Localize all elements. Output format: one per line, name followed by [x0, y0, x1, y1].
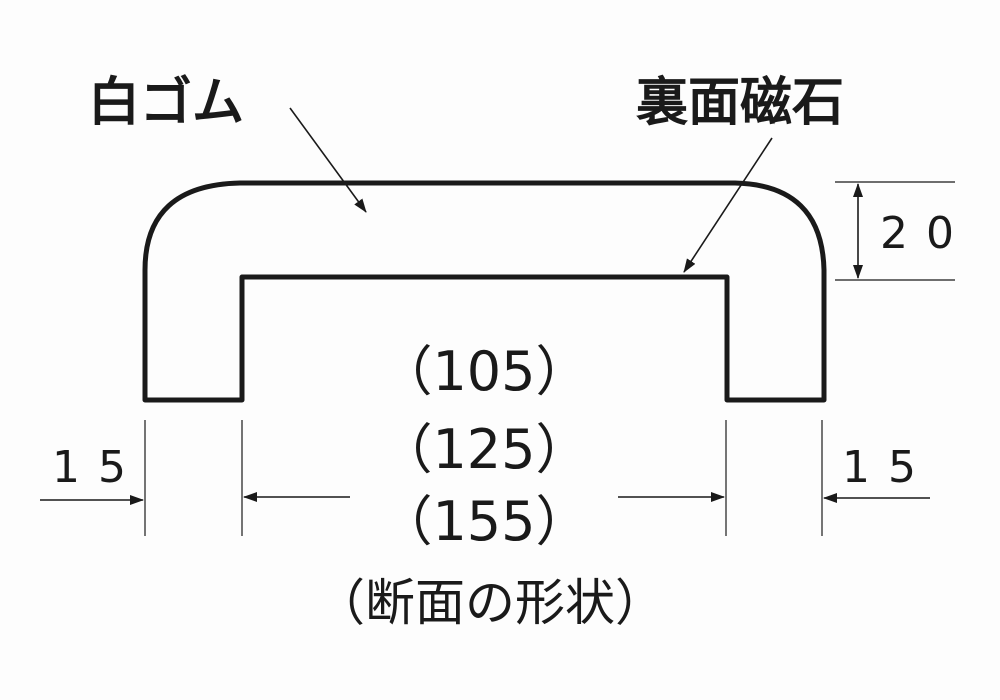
inner-width-125: （125） — [378, 418, 589, 481]
rubber-profile-outline — [142, 180, 827, 403]
back-magnet-label: 裏面磁石 — [636, 73, 844, 133]
left-width-label: 15 — [52, 442, 144, 493]
white-rubber-leader-arrow — [289, 107, 367, 213]
caption: （断面の形状） — [315, 574, 665, 632]
magnet-leader-arrow — [683, 137, 773, 273]
inner-width-105: （105） — [378, 340, 589, 403]
height-label: 20 — [880, 208, 972, 259]
white-rubber-label: 白ゴム — [88, 73, 244, 133]
right-width-label: 15 — [842, 442, 934, 493]
inner-width-155: （155） — [378, 490, 589, 553]
